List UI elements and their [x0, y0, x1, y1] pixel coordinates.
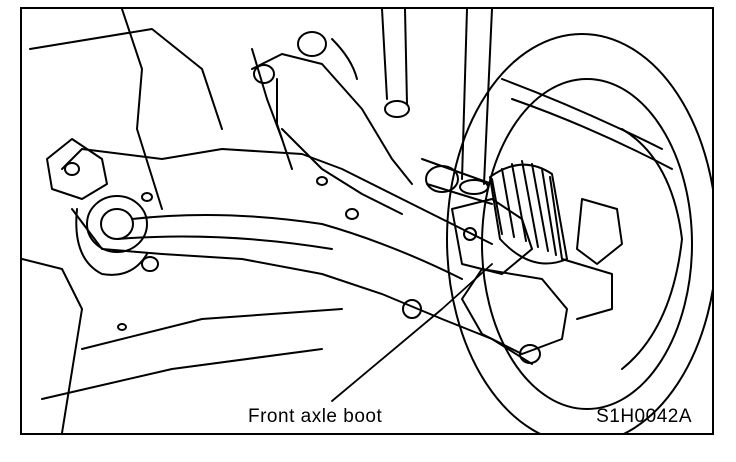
- arm-hole: [316, 176, 328, 186]
- arm-hole: [463, 227, 477, 241]
- arm-hole: [117, 323, 127, 331]
- body-panel-line: [331, 38, 358, 80]
- front-bushing-housing: [75, 208, 148, 276]
- upper-tube: [404, 9, 408, 105]
- body-panel-line: [22, 258, 83, 433]
- control-arm: [61, 148, 493, 245]
- knuckle-flange: [576, 198, 623, 265]
- front-bushing-inner: [100, 208, 134, 240]
- body-panel-line: [41, 348, 323, 400]
- body-panel-line: [121, 9, 163, 210]
- body-panel-line: [81, 308, 343, 350]
- figure-frame: Front axle boot S1H0042A: [20, 7, 714, 435]
- arm-hole: [141, 192, 153, 202]
- axle-joint: [425, 165, 459, 193]
- suspension-illustration: [22, 9, 712, 433]
- brake-line: [501, 78, 663, 150]
- bolt-head: [64, 162, 80, 176]
- arm-hole: [345, 208, 359, 220]
- rotor-hat: [621, 128, 683, 370]
- knuckle-body: [461, 268, 568, 355]
- control-arm-ridge: [131, 214, 463, 280]
- upper-tube: [483, 9, 493, 185]
- ball-joint-bolt: [519, 344, 541, 364]
- control-arm: [71, 208, 533, 365]
- rear-arm: [251, 53, 413, 185]
- axle-shaft: [421, 158, 493, 185]
- front-axle-boot: [491, 160, 563, 260]
- front-axle-boot-label: Front axle boot: [248, 406, 383, 427]
- brake-rotor: [446, 33, 712, 433]
- bolt-head: [253, 64, 275, 84]
- bolt-head: [297, 31, 327, 57]
- front-bushing-bracket: [46, 138, 108, 200]
- brake-line: [511, 98, 673, 170]
- rear-arm: [276, 78, 293, 170]
- brake-rotor-inner: [481, 78, 693, 410]
- front-bushing: [86, 195, 148, 253]
- upper-tube: [381, 9, 388, 100]
- rear-arm: [281, 128, 403, 215]
- knuckle: [451, 198, 533, 275]
- tube-end: [384, 100, 410, 118]
- control-arm-ridge: [116, 235, 333, 250]
- upper-tube: [461, 9, 468, 180]
- figure-code: S1H0042A: [596, 406, 692, 427]
- callout-leader: [331, 263, 493, 402]
- ball-joint-bolt: [402, 299, 422, 319]
- axle-shaft: [426, 183, 493, 205]
- body-panel-line: [29, 28, 223, 130]
- knuckle-flange: [561, 258, 613, 320]
- bolt-head: [141, 256, 159, 272]
- front-axle-boot-outline: [489, 163, 568, 265]
